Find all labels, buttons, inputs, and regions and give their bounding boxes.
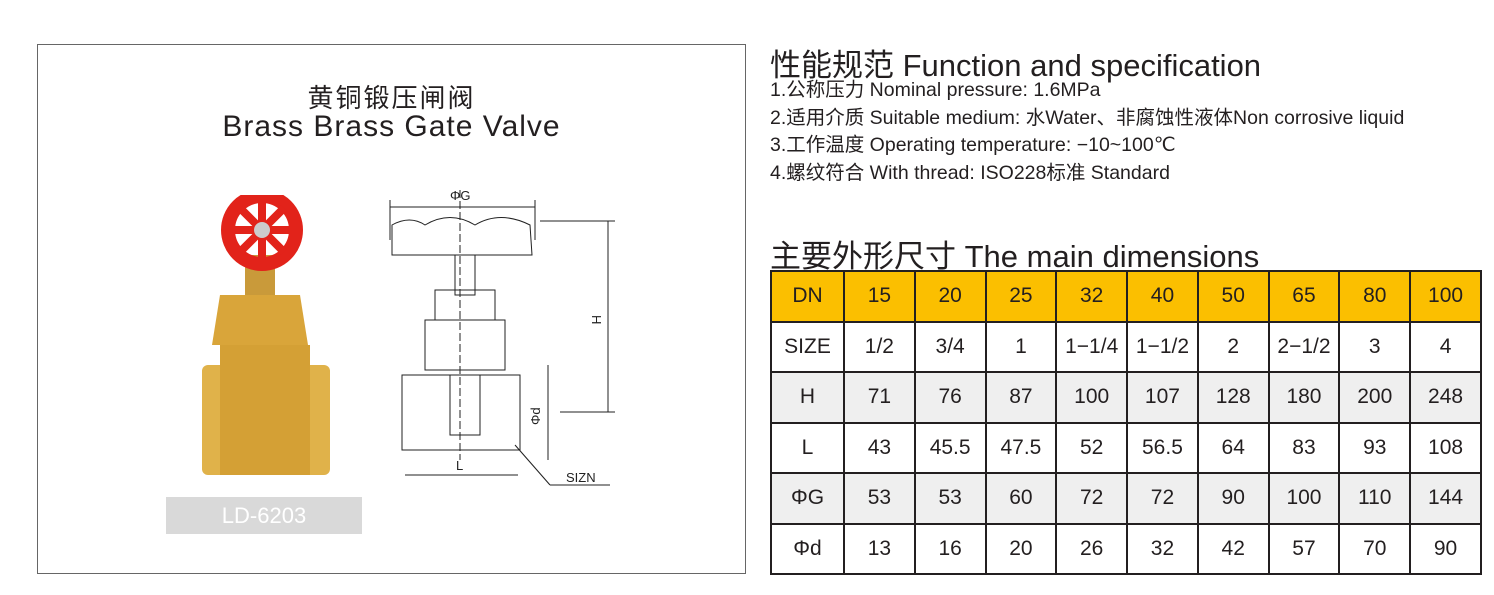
model-badge: LD-6203 [166, 497, 362, 534]
table-cell: 53 [843, 472, 916, 525]
table-cell: 80 [1338, 270, 1412, 323]
table-cell: 42 [1196, 522, 1270, 575]
valve-photo [202, 195, 330, 475]
table-cell: 1−1/2 [1126, 320, 1199, 373]
product-title-cn: 黄铜锻压闸阀 [307, 84, 476, 114]
table-cell: 65 [1267, 270, 1341, 323]
spec-item: 1.公称压力 Nominal pressure: 1.6MPa [770, 79, 1101, 101]
table-cell: 2−1/2 [1267, 320, 1341, 373]
table-cell: 50 [1196, 270, 1270, 323]
table-cell: 76 [913, 371, 987, 424]
table-cell: 72 [1055, 472, 1129, 525]
table-cell: 90 [1196, 472, 1270, 525]
row-header: ΦG [770, 472, 845, 525]
row-header: H [770, 371, 845, 424]
table-cell: 83 [1267, 421, 1341, 474]
spec-item: 4.螺纹符合 With thread: ISO228标准 Standard [770, 161, 1170, 184]
table-cell: 47.5 [984, 421, 1058, 474]
table-cell: 180 [1267, 371, 1341, 424]
label-sizn: SIZN [566, 470, 596, 485]
technical-drawing: ΦG H Φd L SIZN [389, 188, 615, 486]
table-cell: 1−1/4 [1055, 320, 1129, 373]
spec-item: 2.适用介质 Suitable medium: 水Water、非腐蚀性液体Non… [770, 106, 1405, 129]
table-cell: 45.5 [913, 421, 987, 474]
table-cell: 40 [1126, 270, 1199, 323]
table-cell: 110 [1338, 472, 1412, 525]
table-cell: 2 [1196, 320, 1270, 373]
table-cell: 144 [1409, 472, 1482, 525]
table-cell: 64 [1196, 421, 1270, 474]
spec-heading: 性能规范 Function and specification [770, 48, 1262, 83]
product-panel [37, 44, 746, 574]
table-cell: 53 [913, 472, 987, 525]
table-cell: 87 [984, 371, 1058, 424]
table-cell: 248 [1409, 371, 1482, 424]
table-cell: 100 [1055, 371, 1129, 424]
label-d: Φd [528, 407, 543, 425]
table-cell: 71 [843, 371, 916, 424]
table-cell: 3/4 [913, 320, 987, 373]
row-header: L [770, 421, 845, 474]
label-l: L [456, 458, 463, 473]
label-h: H [589, 315, 604, 324]
table-cell: 32 [1055, 270, 1129, 323]
table-cell: 1 [984, 320, 1058, 373]
table-cell: 100 [1409, 270, 1482, 323]
dimensions-heading: 主要外形尺寸 The main dimensions [770, 239, 1260, 274]
table-cell: 128 [1196, 371, 1270, 424]
spec-item: 3.工作温度 Operating temperature: −10~100℃ [770, 134, 1176, 156]
table-cell: 72 [1126, 472, 1199, 525]
table-cell: 25 [984, 270, 1058, 323]
table-cell: 43 [843, 421, 916, 474]
table-cell: 26 [1055, 522, 1129, 575]
table-cell: 100 [1267, 472, 1341, 525]
product-title-en: Brass Brass Gate Valve [222, 110, 561, 143]
row-header: SIZE [770, 320, 845, 373]
table-cell: 200 [1338, 371, 1412, 424]
table-cell: 4 [1409, 320, 1482, 373]
table-cell: 90 [1409, 522, 1482, 575]
table-cell: 20 [913, 270, 987, 323]
table-cell: 107 [1126, 371, 1199, 424]
table-cell: 15 [843, 270, 916, 323]
row-header: DN [770, 270, 845, 323]
table-cell: 52 [1055, 421, 1129, 474]
table-cell: 13 [843, 522, 916, 575]
table-cell: 108 [1409, 421, 1482, 474]
table-cell: 60 [984, 472, 1058, 525]
table-cell: 70 [1338, 522, 1412, 575]
table-cell: 32 [1126, 522, 1199, 575]
table-cell: 20 [984, 522, 1058, 575]
row-header: Φd [770, 522, 845, 575]
table-cell: 93 [1338, 421, 1412, 474]
table-cell: 56.5 [1126, 421, 1199, 474]
table-cell: 16 [913, 522, 987, 575]
table-cell: 3 [1338, 320, 1412, 373]
table-cell: 57 [1267, 522, 1341, 575]
spec-list: 1.公称压力 Nominal pressure: 1.6MPa 2.适用介质 S… [770, 77, 1404, 187]
table-cell: 1/2 [843, 320, 916, 373]
